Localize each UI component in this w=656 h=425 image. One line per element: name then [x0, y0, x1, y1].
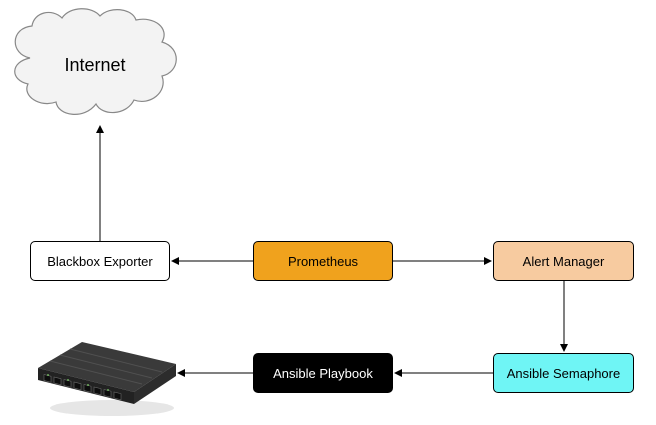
prometheus-node[interactable]: Prometheus: [253, 241, 393, 281]
network-router-icon: [38, 342, 176, 416]
internet-cloud-icon: [14, 8, 177, 115]
ansible-playbook-node[interactable]: Ansible Playbook: [253, 353, 393, 393]
alert-manager-label: Alert Manager: [522, 253, 605, 269]
ansible-semaphore-label: Ansible Semaphore: [506, 365, 621, 381]
alert-manager-node[interactable]: Alert Manager: [493, 241, 634, 281]
ansible-semaphore-node[interactable]: Ansible Semaphore: [493, 353, 634, 393]
blackbox-exporter-label: Blackbox Exporter: [47, 253, 153, 269]
internet-label: Internet: [64, 55, 126, 75]
prometheus-label: Prometheus: [287, 253, 359, 269]
blackbox-exporter-node[interactable]: Blackbox Exporter: [30, 241, 170, 281]
ansible-playbook-label: Ansible Playbook: [273, 365, 373, 381]
